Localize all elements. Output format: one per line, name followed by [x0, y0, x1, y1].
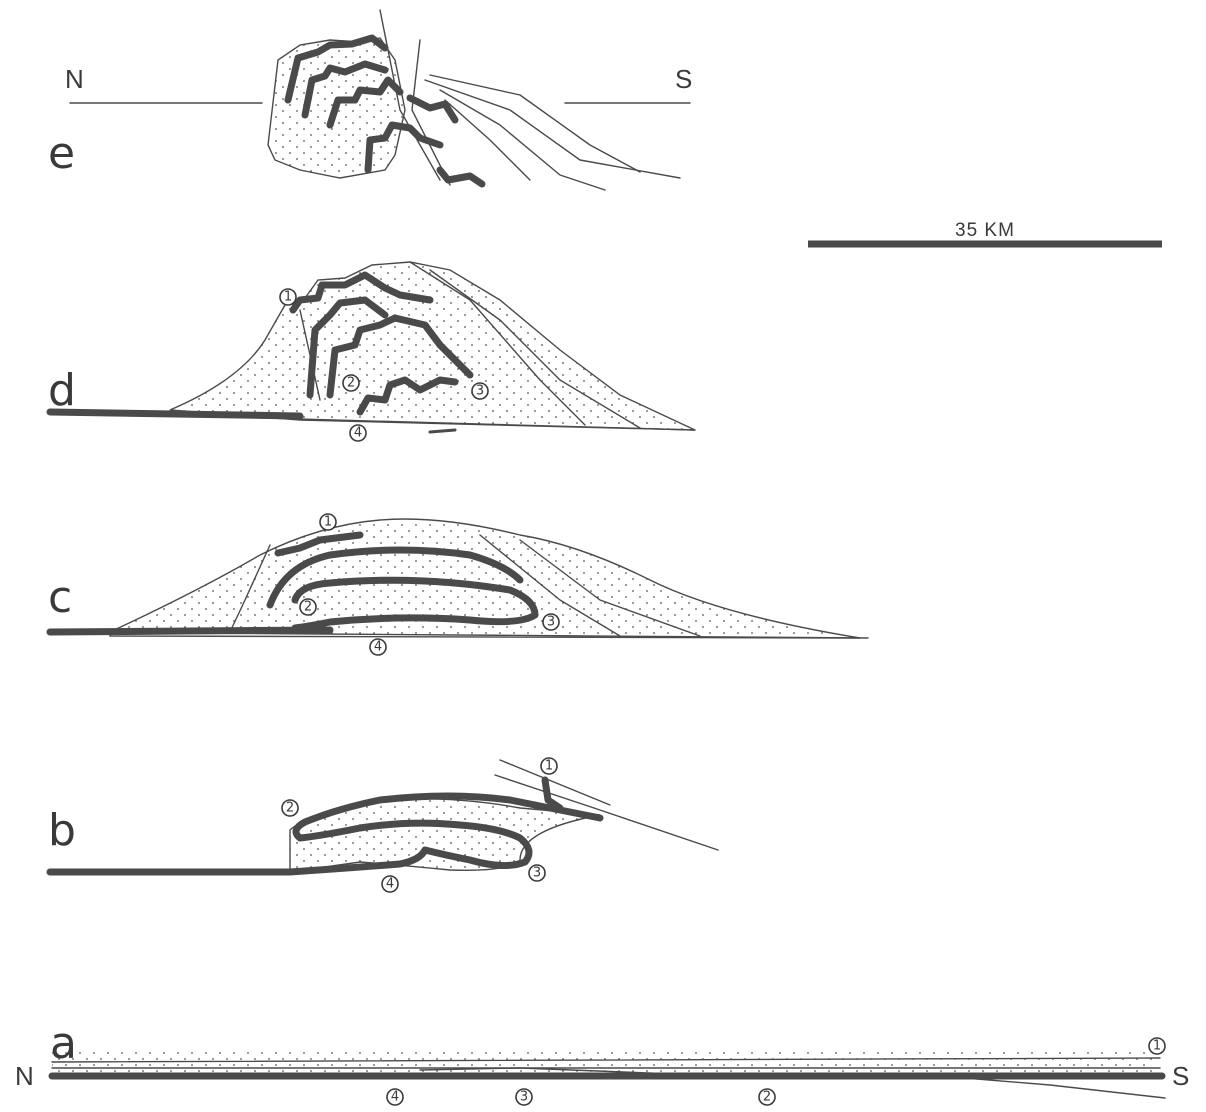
- marker-2-circle: 2: [343, 375, 359, 391]
- thrust-sheet-line: [425, 80, 680, 178]
- panel-c: c: [48, 519, 868, 638]
- svg-text:2: 2: [347, 376, 355, 391]
- svg-text:4: 4: [354, 426, 362, 441]
- north-label: N: [65, 64, 84, 94]
- marker-1-circle: 1: [280, 289, 296, 305]
- basement-surface: [50, 412, 300, 416]
- svg-text:1: 1: [284, 290, 292, 305]
- marker-1-circle: 1: [320, 514, 336, 530]
- svg-text:1: 1: [1153, 1039, 1161, 1054]
- panel-letter-b: b: [48, 805, 76, 856]
- svg-text:2: 2: [286, 801, 294, 816]
- panel-b: b: [48, 760, 718, 872]
- panel-d: d: [48, 262, 695, 432]
- marker-4-circle: 4: [370, 639, 386, 655]
- marker-2-circle: 2: [282, 800, 298, 816]
- svg-text:4: 4: [374, 640, 382, 655]
- svg-text:3: 3: [533, 866, 541, 881]
- svg-text:2: 2: [304, 600, 312, 615]
- thrust-wedge: [170, 262, 695, 430]
- marker-2-circle: 2: [300, 599, 316, 615]
- marker-3-circle: 3: [529, 865, 545, 881]
- north-label: N: [15, 1061, 34, 1091]
- layer-boundary: [410, 98, 455, 120]
- marker-1-circle: 1: [541, 758, 557, 774]
- svg-text:2: 2: [763, 1090, 771, 1105]
- panel-letter-c: c: [48, 572, 72, 623]
- marker-3-circle: 3: [472, 383, 488, 399]
- svg-text:1: 1: [324, 515, 332, 530]
- svg-text:3: 3: [476, 384, 484, 399]
- scale-bar-label: 35 KM: [955, 220, 1015, 241]
- panel-letter-d: d: [48, 365, 76, 416]
- svg-text:3: 3: [547, 615, 555, 630]
- svg-text:4: 4: [386, 877, 394, 892]
- svg-text:1: 1: [545, 759, 553, 774]
- panel-letter-e: e: [48, 128, 75, 179]
- south-label: S: [1172, 1061, 1189, 1091]
- marker-2-circle: 2: [759, 1089, 775, 1105]
- layer-boundary: [440, 170, 482, 184]
- marker-3-circle: 3: [543, 614, 559, 630]
- svg-text:4: 4: [391, 1090, 399, 1105]
- marker-4-circle: 4: [387, 1089, 403, 1105]
- panel-a: a N S: [15, 1018, 1189, 1098]
- slip-arrow: [430, 430, 455, 432]
- marker-1-circle: 1: [1149, 1038, 1165, 1054]
- south-label: S: [675, 64, 692, 94]
- marker-4-circle: 4: [350, 425, 366, 441]
- svg-text:3: 3: [520, 1090, 528, 1105]
- marker-3-circle: 3: [516, 1089, 532, 1105]
- scale-bar: 35 KM: [808, 220, 1162, 244]
- panel-e: N S e: [48, 10, 692, 190]
- basement-surface: [50, 630, 330, 632]
- marker-4-circle: 4: [382, 876, 398, 892]
- thrust-sheet-line: [430, 75, 640, 172]
